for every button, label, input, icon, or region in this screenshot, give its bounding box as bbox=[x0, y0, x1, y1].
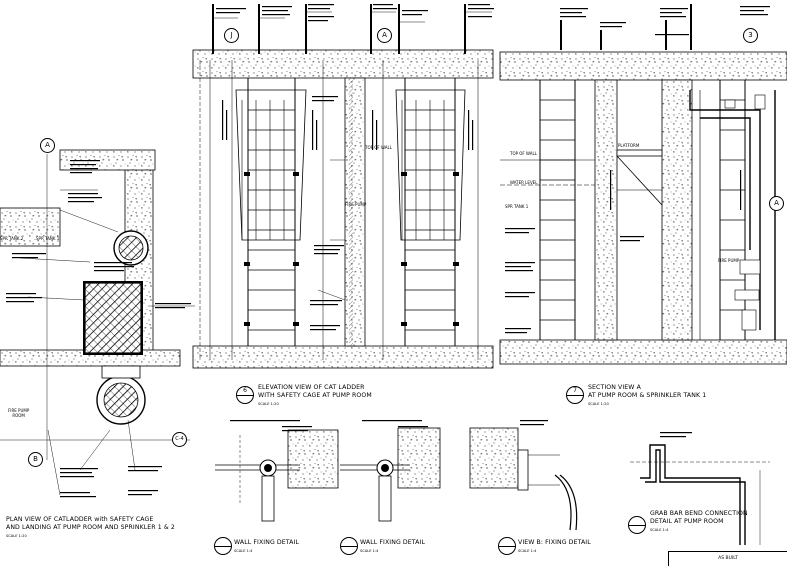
wall-fixing-2-scale: SCALE 1:4 bbox=[360, 549, 379, 553]
spr-tank-1-label: SPR TANK 1 bbox=[36, 236, 60, 241]
wall-fixing-2-title: WALL FIXING DETAIL bbox=[360, 539, 425, 546]
plan-view-scale: SCALE 1:20 bbox=[6, 534, 27, 538]
wall-fixing-1-callout bbox=[214, 537, 232, 555]
grab-bar-detail bbox=[630, 432, 770, 545]
wall-fixing-detail-2 bbox=[340, 420, 441, 522]
elevation-view-scale: SCALE 1:20 bbox=[258, 402, 279, 406]
grid-bubble-b: B bbox=[28, 452, 43, 467]
elevation-view bbox=[192, 4, 494, 369]
wall-fixing-1-title: WALL FIXING DETAIL bbox=[234, 539, 299, 546]
grid-bubble-3: 3 bbox=[743, 28, 758, 43]
fire-pump-room-label: FIRE PUMP ROOM bbox=[8, 408, 30, 418]
grid-bubble-j: J bbox=[224, 28, 239, 43]
section-view bbox=[499, 4, 787, 365]
elevation-view-callout: 6 bbox=[236, 386, 254, 404]
plan-view bbox=[0, 149, 195, 498]
view-b-callout bbox=[498, 537, 516, 555]
plan-view-title-line2: AND LANDING AT PUMP ROOM AND SPRINKLER 1… bbox=[6, 524, 175, 531]
grab-bar-title-line1: GRAB BAR BEND CONNECTION bbox=[650, 510, 748, 517]
top-of-wall-label-section: TOP OF WALL bbox=[510, 151, 537, 156]
section-view-callout: 7 bbox=[566, 386, 584, 404]
wall-fixing-1-scale: SCALE 1:4 bbox=[234, 549, 253, 553]
water-level-label: WATER LEVEL bbox=[510, 180, 538, 185]
spr-tank-1-label-section: SPR TANK 1 bbox=[505, 204, 529, 209]
grid-bubble-c4: C-4 bbox=[172, 432, 187, 447]
plan-view-title-line1: PLAN VIEW OF CATLADDER with SAFETY CAGE bbox=[6, 516, 154, 523]
view-b-fixing-detail bbox=[469, 420, 578, 531]
grab-bar-callout bbox=[628, 516, 646, 534]
top-of-wall-label: TOP OF WALL bbox=[365, 145, 392, 150]
grid-bubble-a-left: A bbox=[40, 138, 55, 153]
platform-label: PLATFORM bbox=[618, 143, 640, 148]
view-b-title: VIEW B: FIXING DETAIL bbox=[518, 539, 591, 546]
elevation-view-title-line2: WITH SAFETY CAGE AT PUMP ROOM bbox=[258, 392, 372, 399]
fire-pump-label-elevation: FIRE PUMP bbox=[345, 202, 367, 207]
grab-bar-scale: SCALE 1:4 bbox=[650, 528, 669, 532]
grid-bubble-a-top: A bbox=[377, 28, 392, 43]
grid-bubble-a-right: A bbox=[769, 196, 784, 211]
section-view-title-line1: SECTION VIEW A bbox=[588, 384, 641, 391]
view-b-scale: SCALE 1:4 bbox=[518, 549, 537, 553]
section-view-number: 7 bbox=[567, 387, 583, 396]
as-built-stamp: AS BUILT bbox=[668, 551, 787, 566]
section-view-scale: SCALE 1:20 bbox=[588, 402, 609, 406]
elevation-view-title-line1: ELEVATION VIEW OF CAT LADDER bbox=[258, 384, 365, 391]
wall-fixing-detail-1 bbox=[215, 420, 339, 522]
spr-tank-2-label: SPR TANK 2 bbox=[0, 236, 24, 241]
section-view-title-line2: AT PUMP ROOM & SPRINKLER TANK 1 bbox=[588, 392, 707, 399]
grab-bar-title-line2: DETAIL AT PUMP ROOM bbox=[650, 518, 724, 525]
wall-fixing-2-callout bbox=[340, 537, 358, 555]
fire-pump-label-section: FIRE PUMP bbox=[718, 258, 740, 263]
elevation-view-number: 6 bbox=[237, 387, 253, 396]
